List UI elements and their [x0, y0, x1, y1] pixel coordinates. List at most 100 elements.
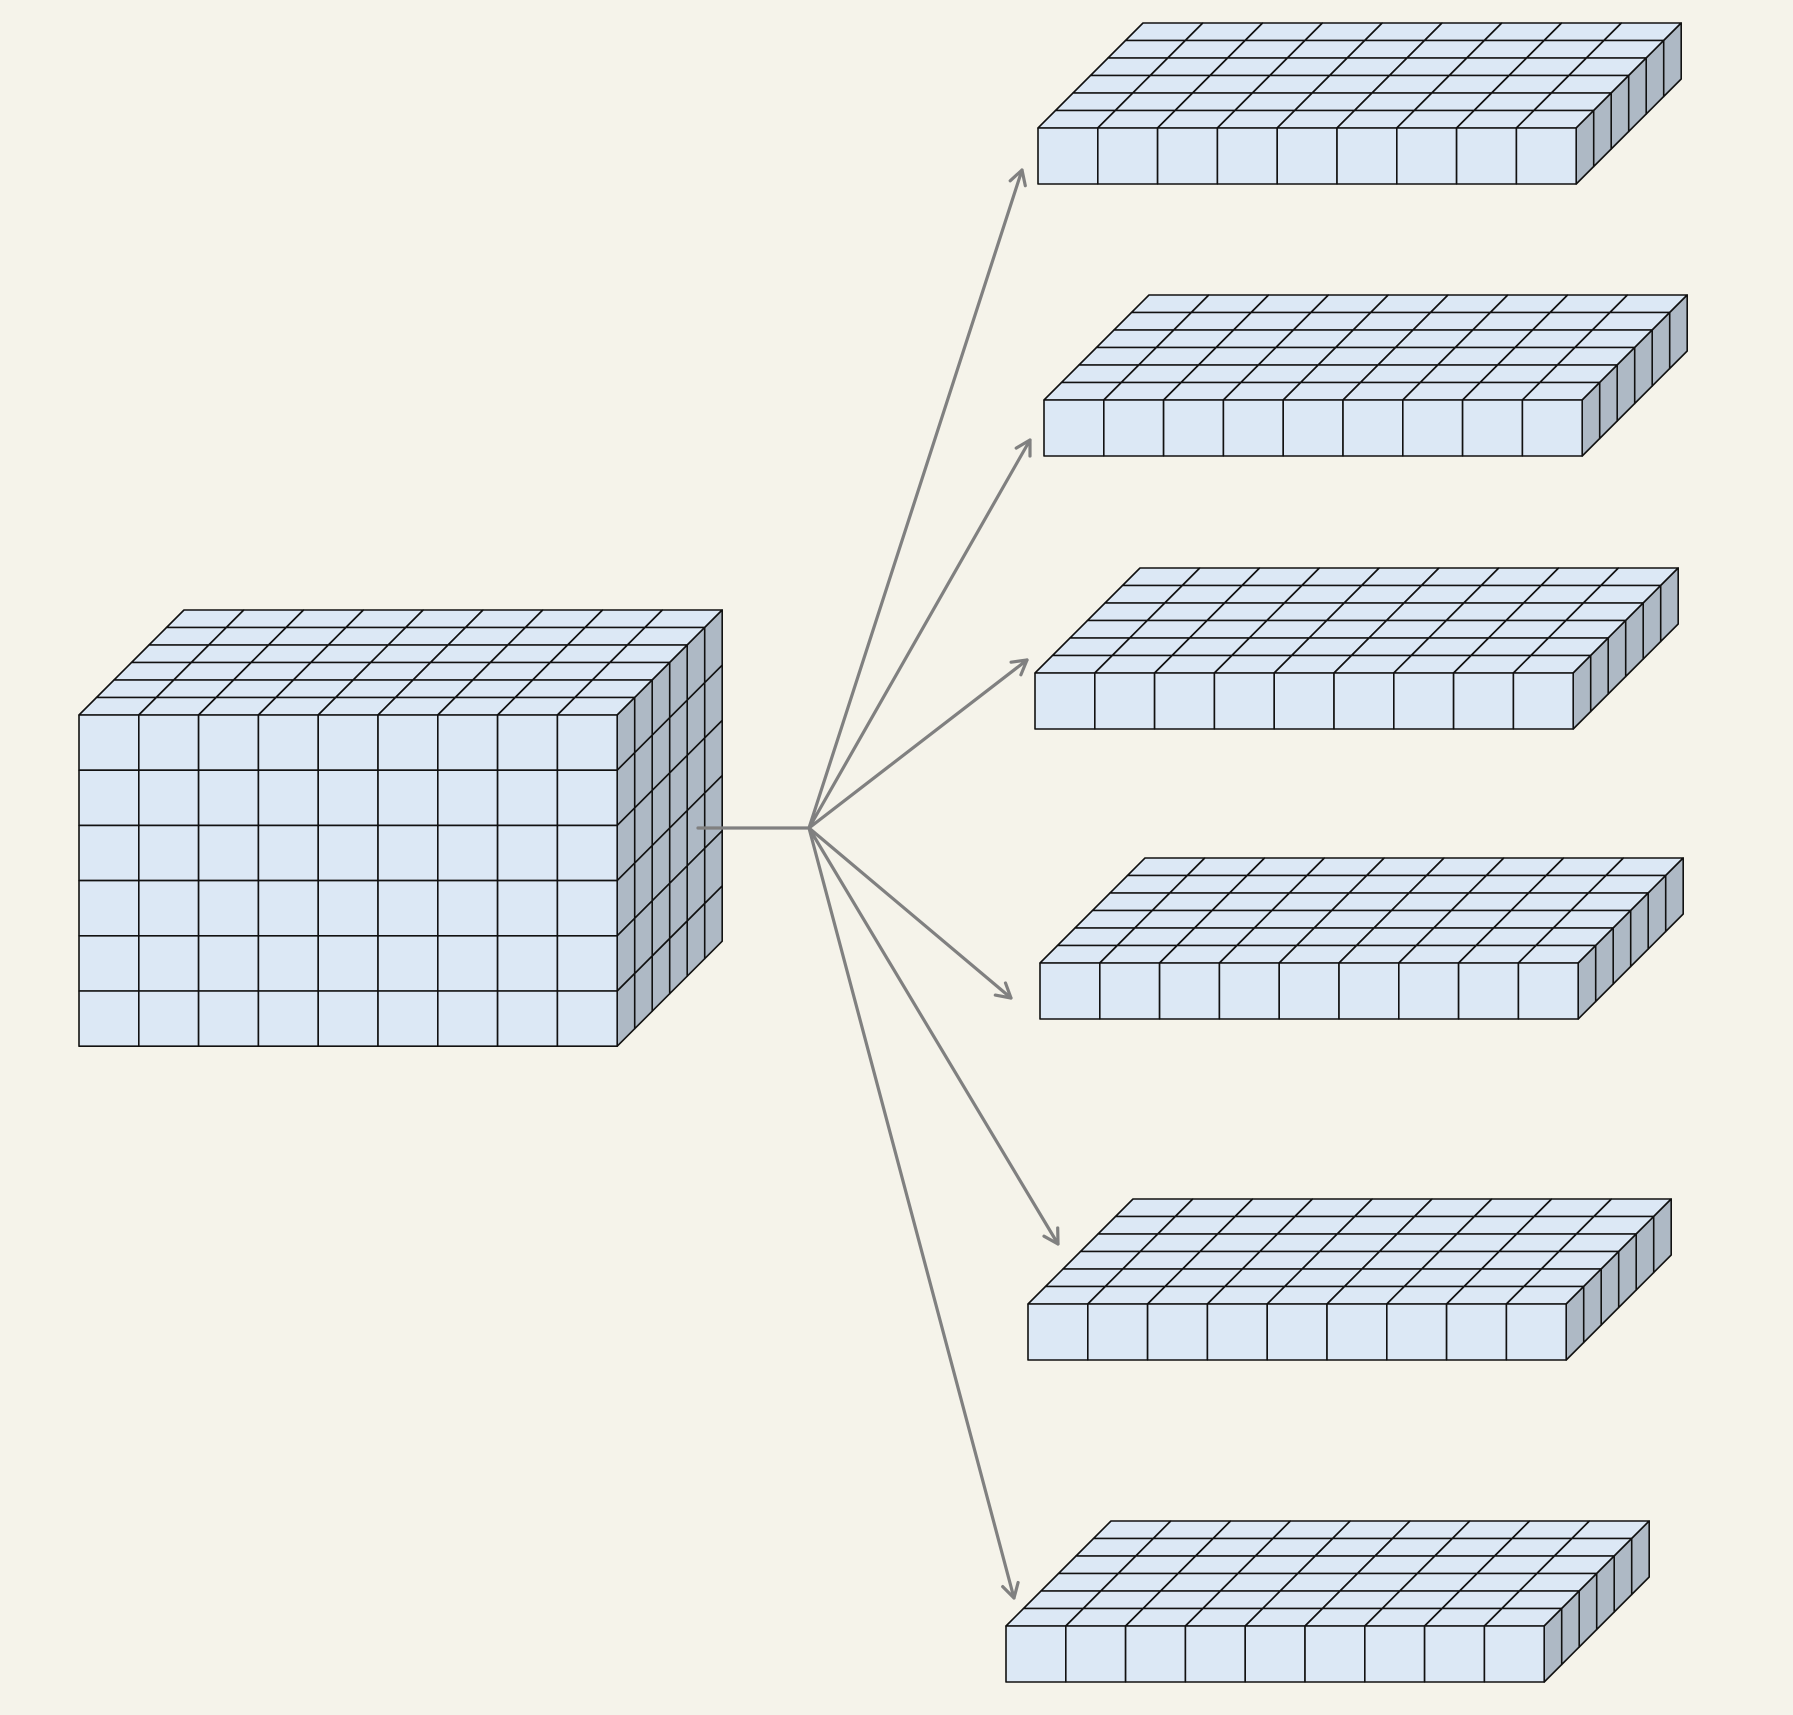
- source-front-cell: [317, 769, 379, 827]
- slice-3: [1034, 567, 1679, 730]
- source-front-cell: [138, 879, 200, 937]
- slice-front-cell: [1333, 672, 1395, 730]
- slice-front-cell: [1094, 672, 1156, 730]
- source-front-cell: [556, 934, 619, 992]
- slice-front-cell: [1162, 399, 1225, 457]
- slice-2: [1043, 294, 1688, 457]
- slice-front-cell: [1273, 672, 1335, 730]
- slice-front-cell: [1402, 399, 1464, 457]
- source-front-cell: [197, 990, 260, 1048]
- slice-front-cell: [1457, 962, 1520, 1020]
- slice-front-cell: [1158, 962, 1221, 1020]
- slice-front-cell: [1398, 962, 1460, 1020]
- slice-front-cell: [1099, 962, 1161, 1020]
- source-front-cell: [138, 824, 200, 882]
- slice-front-cell: [1146, 1303, 1209, 1361]
- arrowhead-icon: [1001, 1580, 1020, 1600]
- source-tensor-block: [78, 609, 724, 1048]
- split-arrows: [696, 168, 1060, 1600]
- source-front-cell: [556, 879, 619, 937]
- source-front-cell: [496, 769, 559, 827]
- slice-front-cell: [1338, 962, 1400, 1020]
- source-front-cell: [496, 714, 559, 772]
- slice-front-cell: [1216, 127, 1279, 185]
- source-front-cell: [556, 769, 619, 827]
- source-front-cell: [257, 714, 319, 772]
- output-slices: [1005, 22, 1688, 1683]
- source-front-cell: [377, 769, 439, 827]
- arrow-5: [807, 826, 1060, 1246]
- slice-front-cell: [1184, 1625, 1247, 1683]
- source-front-cell: [377, 714, 439, 772]
- source-front-cell: [257, 879, 319, 937]
- slice-front-cell: [1087, 1303, 1149, 1361]
- arrow-2: [807, 438, 1032, 830]
- slice-front-cell: [1336, 127, 1398, 185]
- source-front-cell: [496, 879, 559, 937]
- arrowhead-icon: [1042, 1226, 1060, 1246]
- source-front-cell: [436, 934, 499, 992]
- source-front-cell: [436, 879, 499, 937]
- arrowhead-icon: [1009, 658, 1029, 677]
- slice-front-cell: [1027, 1303, 1089, 1361]
- slice-front-cell: [1156, 127, 1219, 185]
- source-front-cell: [78, 879, 140, 937]
- slice-front-cell: [1515, 127, 1578, 185]
- slice-front-cell: [1461, 399, 1524, 457]
- slice-front-cell: [1445, 1303, 1508, 1361]
- source-front-cell: [436, 769, 499, 827]
- slice-front-cell: [1386, 1303, 1448, 1361]
- slice-front-cell: [1005, 1625, 1067, 1683]
- source-front-cell: [317, 824, 379, 882]
- slice-4: [1039, 857, 1684, 1020]
- slice-front-cell: [1423, 1625, 1486, 1683]
- source-front-cell: [78, 990, 140, 1048]
- slice-front-cell: [1505, 1303, 1568, 1361]
- arrow-shaft: [807, 168, 1024, 830]
- slice-front-cell: [1342, 399, 1404, 457]
- slice-1: [1037, 22, 1682, 185]
- slice-front-cell: [1364, 1625, 1426, 1683]
- slice-front-cell: [1043, 399, 1105, 457]
- arrowhead-icon: [1014, 438, 1032, 458]
- slice-front-cell: [1065, 1625, 1127, 1683]
- arrow-shaft: [807, 826, 1013, 1000]
- source-front-cell: [78, 934, 140, 992]
- source-front-cell: [197, 714, 260, 772]
- slice-front-cell: [1266, 1303, 1328, 1361]
- slice-front-cell: [1218, 962, 1281, 1020]
- arrow-3: [807, 658, 1029, 830]
- source-front-cell: [138, 990, 200, 1048]
- source-front-cell: [377, 879, 439, 937]
- source-front-cell: [197, 769, 260, 827]
- source-front-cell: [197, 824, 260, 882]
- slice-front-cell: [1396, 127, 1458, 185]
- source-front-cell: [257, 990, 319, 1048]
- slice-front-cell: [1222, 399, 1285, 457]
- source-front-cell: [317, 990, 379, 1048]
- slice-front-cell: [1097, 127, 1159, 185]
- source-front-cell: [556, 990, 619, 1048]
- arrowhead-icon: [1008, 168, 1027, 188]
- arrow-shaft: [807, 438, 1032, 830]
- source-front-cell: [78, 714, 140, 772]
- source-front-cell: [496, 824, 559, 882]
- arrow-shaft: [807, 826, 1060, 1246]
- source-front-cell: [436, 824, 499, 882]
- slice-front-cell: [1153, 672, 1216, 730]
- slice-front-cell: [1124, 1625, 1187, 1683]
- source-front-cell: [377, 990, 439, 1048]
- arrow-shaft: [807, 658, 1029, 830]
- source-front-cell: [317, 934, 379, 992]
- source-front-cell: [556, 824, 619, 882]
- slice-front-cell: [1206, 1303, 1269, 1361]
- source-front-cell: [496, 990, 559, 1048]
- source-front-cell: [78, 769, 140, 827]
- source-front-cell: [436, 714, 499, 772]
- source-front-cell: [377, 824, 439, 882]
- source-front-cell: [436, 990, 499, 1048]
- arrow-6: [807, 826, 1020, 1600]
- slice-front-cell: [1103, 399, 1165, 457]
- slice-front-cell: [1034, 672, 1096, 730]
